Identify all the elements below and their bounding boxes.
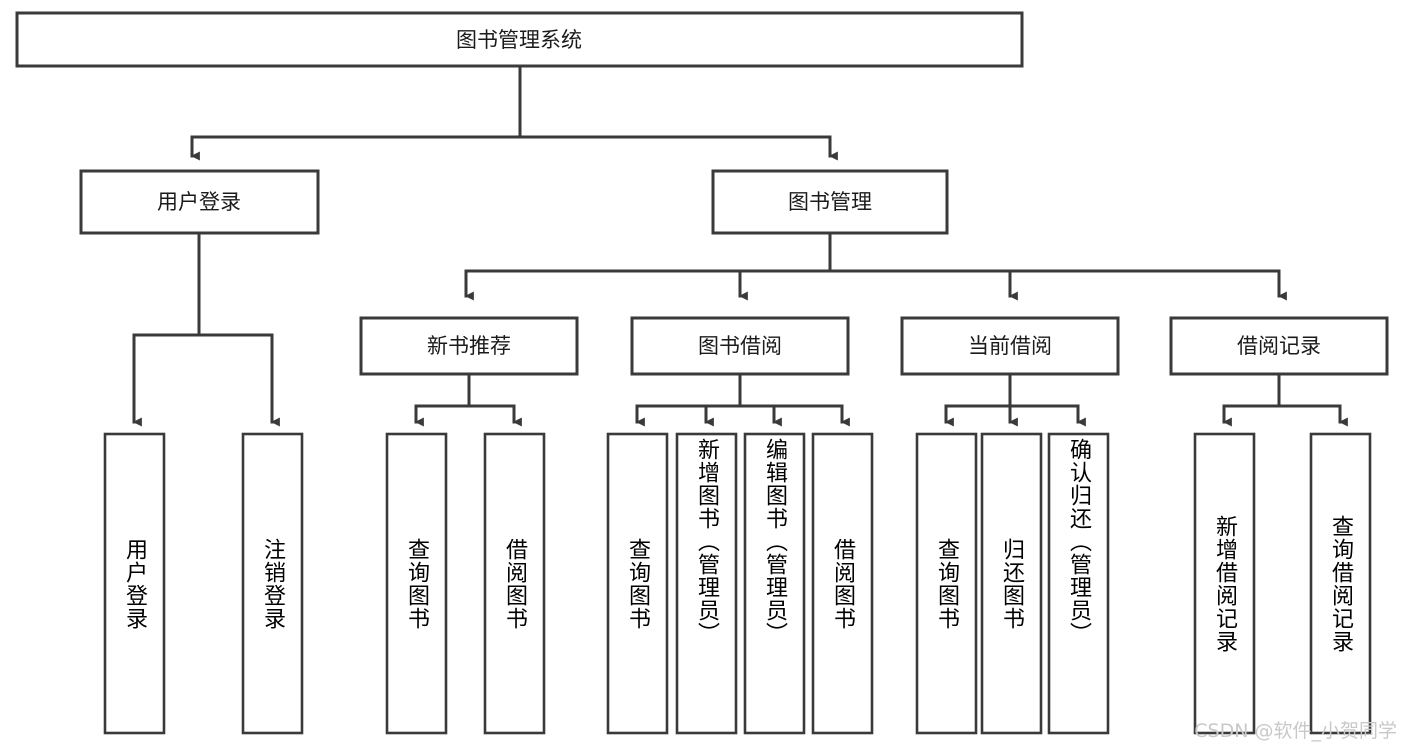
node-leaf-nbr-borrow-box [483,432,546,735]
node-leaf-bb-edit-label: 编辑图书（管理员） [762,438,788,645]
node-leaf-bb-borrow-label: 借阅图书 [830,537,856,630]
connector-group-user-login-to-leaves [132,232,280,427]
node-leaf-cb-confirm[interactable]: 确认归还（管理员） [1047,432,1110,735]
node-new-book-recommend[interactable]: 新书推荐 [359,316,579,376]
node-borrow-record-box [1169,316,1389,376]
node-current-borrow[interactable]: 当前借阅 [900,316,1120,376]
node-leaf-bb-add[interactable]: 新增图书（管理员） [675,432,738,735]
node-leaf-bb-query-box [606,432,669,735]
node-leaf-nbr-query-label: 查询图书 [404,537,430,630]
node-leaf-user-login-box [103,432,166,735]
node-user-login-label: 用户登录 [157,190,241,214]
node-new-book-recommend-box [359,316,579,376]
node-current-borrow-label: 当前借阅 [968,334,1052,358]
node-leaf-br-add-label: 新增借阅记录 [1212,514,1238,653]
node-leaf-cb-confirm-label: 确认归还（管理员） [1066,438,1092,645]
node-leaf-bb-edit[interactable]: 编辑图书（管理员） [743,432,806,735]
connector-group-book-manage-to-level3 [464,232,1287,301]
node-leaf-nbr-borrow-label: 借阅图书 [502,537,528,630]
connector-group-root-to-level2 [190,64,838,161]
node-book-manage-box [711,169,949,235]
node-leaf-user-logout-box [241,432,304,735]
node-leaf-cb-query-label: 查询图书 [934,537,960,630]
node-leaf-cb-return[interactable]: 归还图书 [980,432,1043,735]
node-borrow-record[interactable]: 借阅记录 [1169,316,1389,376]
node-leaf-user-login-label: 用户登录 [122,537,148,630]
node-new-book-recommend-label: 新书推荐 [427,334,511,358]
node-leaf-br-query[interactable]: 查询借阅记录 [1309,432,1372,735]
connector-group-book-borrow-to-leaves [635,372,850,427]
node-leaf-bb-add-label: 新增图书（管理员） [694,438,720,645]
node-borrow-record-label: 借阅记录 [1237,334,1321,358]
node-leaf-cb-return-label: 归还图书 [999,537,1025,630]
node-user-login[interactable]: 用户登录 [79,169,320,235]
node-leaf-bb-query[interactable]: 查询图书 [606,432,669,735]
node-leaf-cb-return-box [980,432,1043,735]
node-root-box [15,11,1024,68]
node-current-borrow-box [900,316,1120,376]
node-leaf-br-query-box [1309,432,1372,735]
csdn-watermark: CSDN @软件_小贺同学 [1194,720,1397,742]
connector-group-borrow-record-to-leaves [1222,372,1348,427]
node-leaf-user-login[interactable]: 用户登录 [103,432,166,735]
leaf-node-group: 用户登录 注销登录 查询图书 [103,432,1372,735]
node-user-login-box [79,169,320,235]
node-leaf-cb-query-box [915,432,978,735]
node-leaf-br-query-label: 查询借阅记录 [1328,514,1354,653]
node-book-borrow-box [630,316,850,376]
node-leaf-bb-edit-box [743,432,806,735]
node-leaf-br-add[interactable]: 新增借阅记录 [1193,432,1256,735]
node-leaf-bb-borrow-box [811,432,874,735]
node-leaf-user-logout[interactable]: 注销登录 [241,432,304,735]
node-book-manage[interactable]: 图书管理 [711,169,949,235]
node-leaf-nbr-query[interactable]: 查询图书 [385,432,448,735]
node-leaf-cb-confirm-box [1047,432,1110,735]
node-leaf-user-logout-label: 注销登录 [260,537,286,630]
connector-group-new-book-recommend-to-leaves [414,372,522,427]
node-root-label: 图书管理系统 [456,28,582,52]
node-leaf-bb-add-box [675,432,738,735]
node-book-manage-label: 图书管理 [788,190,872,214]
node-leaf-bb-query-label: 查询图书 [625,537,651,630]
node-leaf-br-add-box [1193,432,1256,735]
node-leaf-nbr-query-box [385,432,448,735]
node-leaf-cb-query[interactable]: 查询图书 [915,432,978,735]
node-book-borrow[interactable]: 图书借阅 [630,316,850,376]
node-book-borrow-label: 图书借阅 [698,334,782,358]
connector-group-current-borrow-to-leaves [944,372,1086,427]
node-leaf-bb-borrow[interactable]: 借阅图书 [811,432,874,735]
node-root[interactable]: 图书管理系统 [15,11,1024,68]
node-leaf-nbr-borrow[interactable]: 借阅图书 [483,432,546,735]
